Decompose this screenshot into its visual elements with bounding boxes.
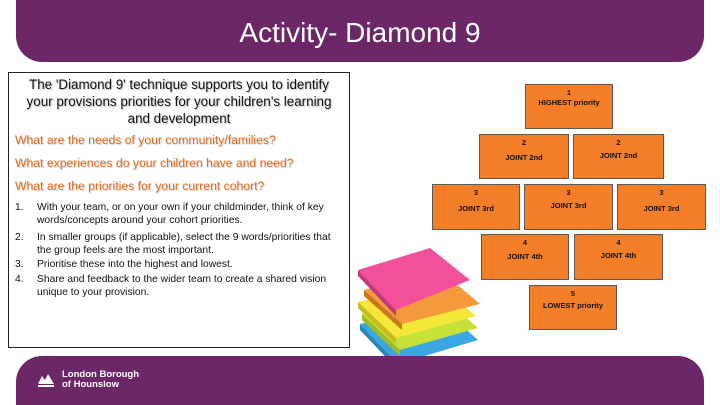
list-item: 3. Prioritise these into the highest and… (15, 259, 343, 272)
question-2: What experiences do your children have a… (15, 156, 294, 170)
diamond-box-joint-3rd-c: 3 JOINT 3rd (617, 184, 706, 230)
step-number: 3. (15, 259, 24, 271)
box-rank: 5 (570, 289, 576, 298)
sticky-notes-stack-icon (358, 248, 480, 370)
box-label: JOINT 4th (600, 251, 637, 260)
slide-footer: London Borough of Hounslow (16, 356, 704, 405)
step-text: Prioritise these into the highest and lo… (37, 259, 233, 271)
box-rank: 4 (522, 238, 528, 247)
intro-text: The 'Diamond 9' technique supports you t… (26, 77, 332, 126)
diamond-box-joint-4th-b: 4 JOINT 4th (574, 234, 663, 280)
box-rank: 3 (473, 188, 479, 197)
diamond-box-joint-3rd-b: 3 JOINT 3rd (524, 184, 613, 230)
slide-header: Activity- Diamond 9 (16, 0, 704, 62)
box-label: JOINT 3rd (458, 204, 494, 213)
diamond-box-joint-2nd-b: 2 JOINT 2nd (573, 134, 664, 179)
box-label: JOINT 3rd (643, 204, 680, 213)
box-rank: 3 (566, 188, 571, 197)
hounslow-crest-icon (38, 374, 54, 387)
box-rank: 3 (659, 188, 664, 197)
diamond-box-joint-2nd-a: 2 JOINT 2nd (479, 134, 569, 179)
list-item: 4. Share and feedback to the wider team … (15, 274, 343, 299)
box-label: JOINT 4th (507, 252, 543, 261)
diamond-box-highest: 1 HIGHEST priority (525, 84, 613, 129)
list-item: 2. In smaller groups (if applicable), se… (15, 232, 343, 257)
org-line-2: of Hounslow (62, 379, 119, 390)
box-label: HIGHEST priority (538, 98, 600, 107)
step-text: With your team, or on your own if your c… (37, 202, 324, 226)
box-label: JOINT 3rd (550, 201, 587, 210)
diamond-box-lowest: 5 LOWEST priority (529, 285, 617, 330)
instructions-textbox: The 'Diamond 9' technique supports you t… (8, 72, 350, 348)
diamond-box-joint-4th-a: 4 JOINT 4th (481, 234, 569, 280)
question-3: What are the priorities for your current… (15, 179, 265, 193)
slide-title: Activity- Diamond 9 (239, 17, 481, 48)
org-line-1: London Borough (62, 369, 140, 380)
list-item: 1. With your team, or on your own if you… (15, 202, 343, 227)
step-number: 4. (15, 273, 24, 285)
step-text: Share and feedback to the wider team to … (37, 273, 327, 298)
step-number: 1. (15, 202, 24, 213)
organisation-name: London Borough of Hounslow (62, 370, 139, 390)
step-number: 2. (15, 232, 24, 244)
box-label: JOINT 2nd (599, 151, 638, 160)
step-text: In smaller groups (if applicable), selec… (37, 232, 331, 256)
organisation-logo: London Borough of Hounslow (36, 370, 139, 390)
box-rank: 2 (616, 138, 621, 147)
box-rank: 1 (566, 88, 572, 97)
box-label: LOWEST priority (543, 301, 603, 310)
box-rank: 2 (521, 138, 527, 147)
question-1: What are the needs of your community/fam… (15, 133, 276, 147)
box-rank: 4 (616, 238, 621, 247)
steps-list: 1. With your team, or on your own if you… (15, 202, 343, 299)
box-label: JOINT 2nd (505, 153, 543, 162)
diamond-box-joint-3rd-a: 3 JOINT 3rd (432, 184, 520, 230)
